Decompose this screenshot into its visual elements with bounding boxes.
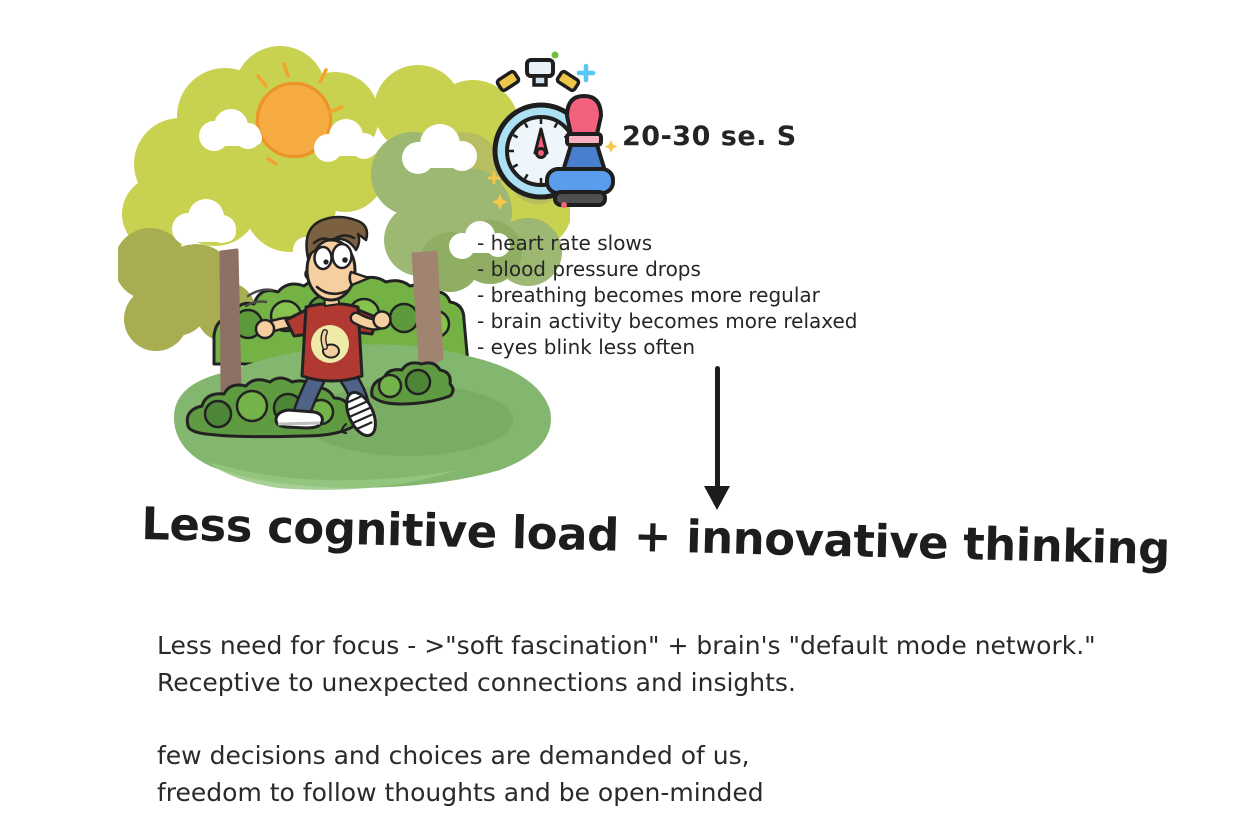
walking-man — [244, 215, 392, 438]
cloud — [172, 199, 236, 245]
insight-paragraph: Less need for focus - >"soft fascination… — [157, 627, 1096, 701]
effect-item: - blood pressure drops — [477, 257, 701, 281]
insight-line-1: Less need for focus - >"soft fascination… — [157, 631, 1096, 660]
sparkles — [487, 51, 618, 210]
stopwatch-stamp-icon — [487, 51, 618, 210]
down-arrow-head — [704, 486, 730, 510]
park-illustration — [118, 46, 570, 490]
stamp — [545, 94, 615, 207]
effect-item: - heart rate slows — [477, 231, 653, 255]
freedom-paragraph: few decisions and choices are demanded o… — [157, 737, 764, 811]
effect-item: - eyes blink less often — [477, 335, 696, 359]
effect-item: - brain activity becomes more relaxed — [477, 309, 858, 333]
main-heading: Less cognitive load + innovative thinkin… — [140, 497, 1171, 576]
down-arrow-shaft — [715, 366, 720, 488]
cloud — [402, 124, 477, 174]
cloud — [314, 119, 378, 162]
physiological-effects-list: - heart rate slows - blood pressure drop… — [477, 230, 858, 360]
insight-line-2: Receptive to unexpected connections and … — [157, 668, 796, 697]
effect-item: - breathing becomes more regular — [477, 283, 820, 307]
duration-label: 20-30 se. S — [622, 121, 797, 152]
cloud — [199, 109, 262, 151]
freedom-line-1: few decisions and choices are demanded o… — [157, 741, 750, 770]
cloud — [449, 221, 510, 259]
freedom-line-2: freedom to follow thoughts and be open-m… — [157, 778, 764, 807]
